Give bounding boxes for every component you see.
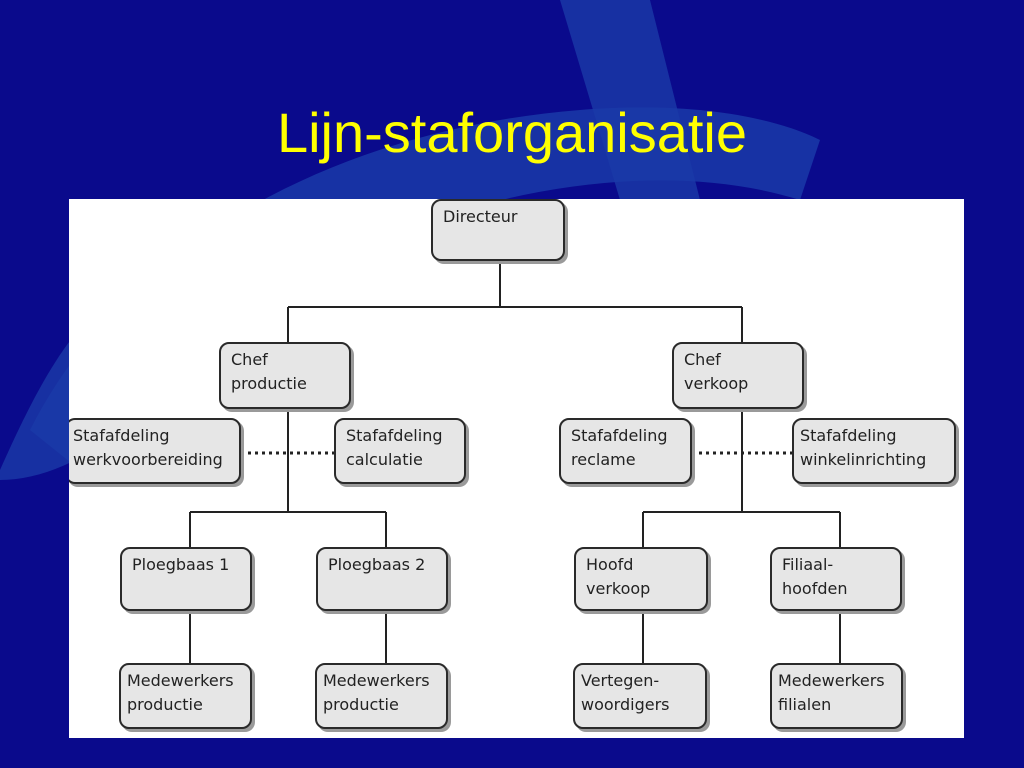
node-stafafdeling-calculatie: Stafafdeling calculatie [334, 418, 466, 484]
node-stafafdeling-reclame: Stafafdeling reclame [559, 418, 692, 484]
node-filiaalhoofden: Filiaal- hoofden [770, 547, 902, 611]
node-hoofd-verkoop: Hoofd verkoop [574, 547, 708, 611]
slide-title: Lijn-staforganisatie [276, 101, 748, 164]
org-chart-connectors [189, 261, 841, 663]
node-chef-verkoop: Chef verkoop [672, 342, 804, 409]
node-medewerkers-productie-2: Medewerkers productie [315, 663, 448, 729]
node-stafafdeling-winkelinrichting: Stafafdeling winkelinrichting [792, 418, 956, 484]
node-ploegbaas-1: Ploegbaas 1 [120, 547, 252, 611]
node-chef-productie: Chef productie [219, 342, 351, 409]
node-ploegbaas-2: Ploegbaas 2 [316, 547, 448, 611]
node-medewerkers-filialen: Medewerkers filialen [770, 663, 903, 729]
node-stafafdeling-werkvoorbereiding: Stafafdeling werkvoorbereiding [69, 418, 241, 484]
node-directeur: Directeur [431, 199, 565, 261]
node-medewerkers-productie-1: Medewerkers productie [119, 663, 252, 729]
node-vertegenwoordigers: Vertegen- woordigers [573, 663, 707, 729]
org-chart-panel: Directeur Chef productie Chef verkoop St… [69, 199, 964, 738]
